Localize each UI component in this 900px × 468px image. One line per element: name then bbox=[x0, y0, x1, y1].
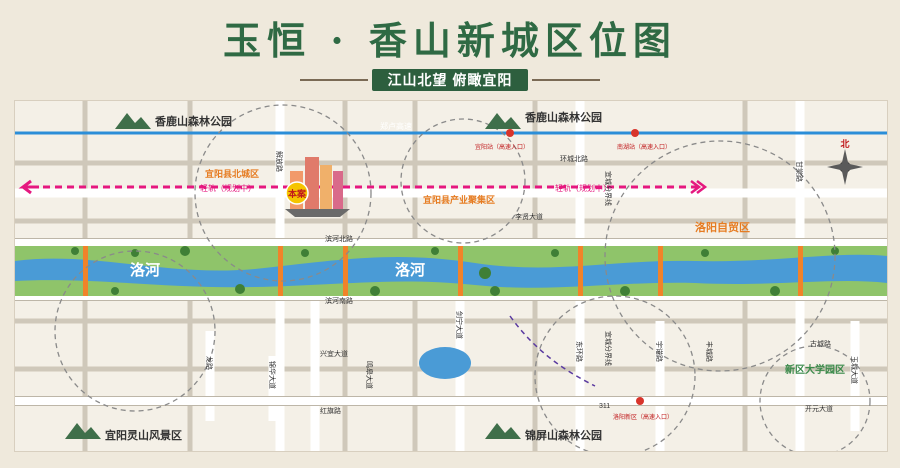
river-label-west: 洛河 bbox=[130, 261, 160, 279]
road-label: 红旗路 bbox=[320, 406, 341, 415]
road-label: 宜城分界线 bbox=[604, 331, 613, 366]
district-industry: 宜阳县产业聚集区 bbox=[423, 194, 495, 205]
road-label: 宜城分界线 bbox=[604, 171, 613, 206]
road-label: 王城大道 bbox=[850, 356, 859, 384]
river-bridges bbox=[83, 246, 803, 296]
entry-label: 宜阳站（高速入口） bbox=[475, 143, 529, 151]
highway-entry-markers bbox=[506, 129, 644, 405]
page-title: 玉恒 · 香山新城区位图 bbox=[223, 18, 677, 63]
light-rail-arrow-west bbox=[18, 179, 39, 195]
road-label: 兴宜大道 bbox=[320, 349, 348, 358]
compass-north-label: 北 bbox=[840, 138, 849, 149]
project-marker: 本案 bbox=[285, 181, 309, 205]
forest-park-label: 宜阳灵山风景区 bbox=[105, 428, 182, 442]
road-label: 环城北路 bbox=[560, 154, 588, 163]
entry-label: 洛阳新区（高速入口） bbox=[613, 413, 673, 421]
road-label: 解放路 bbox=[275, 151, 284, 172]
road-label: 剑宁大道 bbox=[455, 311, 464, 339]
road-label: 古城路 bbox=[810, 339, 831, 348]
planned-route bbox=[509, 315, 596, 387]
road-label: 311 bbox=[599, 403, 610, 410]
district-north-city: 宜阳县北城区 bbox=[205, 168, 259, 179]
river-label-center: 洛河 bbox=[395, 261, 425, 279]
light-rail-label-west: 轻轨（规划中） bbox=[200, 183, 256, 193]
light-rail-label-east: 轻轨（规划中） bbox=[555, 183, 611, 193]
project-badge: 本案 bbox=[288, 188, 307, 199]
forest-park-label: 香鹿山森林公园 bbox=[154, 114, 232, 128]
road-label: 滨河北路 bbox=[325, 234, 353, 243]
light-rail-arrow-east bbox=[690, 180, 708, 194]
forest-park-icons bbox=[65, 113, 521, 439]
banner-rule-right bbox=[532, 79, 600, 81]
road-label: 龙路 bbox=[205, 356, 214, 370]
road-label: 丰城路 bbox=[705, 341, 714, 362]
forest-park-label: 香鹿山森林公园 bbox=[524, 110, 602, 124]
subtitle-banner: 江山北望 俯瞰宜阳 bbox=[372, 69, 528, 91]
location-map: 本案 香鹿山森林公园 香鹿山森林公园 锦屏山森林公园 宜阳灵山风景区 郑卢高速 bbox=[14, 100, 888, 452]
road-label: 滨河南路 bbox=[325, 296, 353, 305]
road-label: 李贤大道 bbox=[515, 212, 543, 221]
forest-park-label: 锦屏山森林公园 bbox=[525, 428, 602, 442]
expressway-label: 郑卢高速 bbox=[380, 121, 412, 131]
entry-label: 南湖站（高速入口） bbox=[617, 143, 671, 151]
road-label: 鸣皋大道 bbox=[365, 361, 374, 389]
luohe-river bbox=[15, 254, 887, 288]
riverbank-trees bbox=[71, 246, 839, 296]
road-label: 东环路 bbox=[575, 341, 584, 362]
road-label: 宇诺路 bbox=[655, 341, 664, 362]
lake bbox=[419, 347, 471, 379]
banner-rule-left bbox=[300, 79, 368, 81]
radius-circles bbox=[54, 104, 871, 451]
road-label: 锦华大道 bbox=[268, 361, 277, 389]
road-label: 甘棠路 bbox=[795, 161, 804, 182]
district-trade-zone: 洛阳自贸区 bbox=[695, 220, 750, 234]
district-university: 新区大学园区 bbox=[785, 363, 845, 376]
compass-icon bbox=[827, 149, 863, 185]
road-label: 开元大道 bbox=[805, 404, 833, 413]
